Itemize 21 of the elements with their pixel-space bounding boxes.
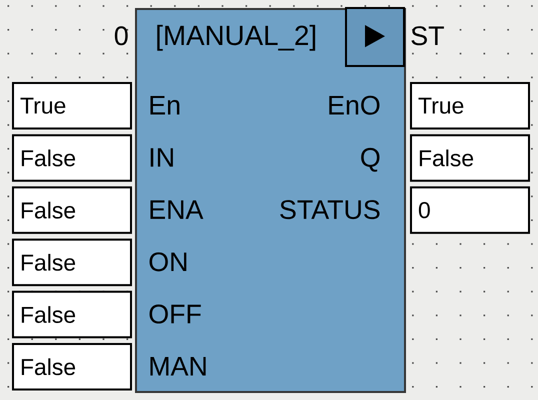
block-title: [MANUAL_2] [157,24,316,51]
value-box: True [12,82,132,130]
pin-label: OFF [150,304,201,324]
value-box: False [12,134,132,182]
side-label: 0 [114,26,128,46]
pin-label: MAN [150,357,206,376]
pin-label: STATUS [280,200,380,220]
pin-label: ON [150,252,186,272]
value-box: True [410,82,530,130]
value-box: False [12,186,132,234]
value-box: 0 [410,186,530,234]
pin-label: EnO [329,96,380,115]
pin-label: En [150,96,180,114]
pin-label: Q [361,148,380,172]
value-box: False [12,343,132,390]
pin-label: ENA [150,200,204,219]
value-box: False [12,238,132,286]
pin-label: IN [150,148,173,167]
side-label: ST [411,26,444,46]
value-box: False [12,290,132,338]
value-box: False [410,134,530,182]
